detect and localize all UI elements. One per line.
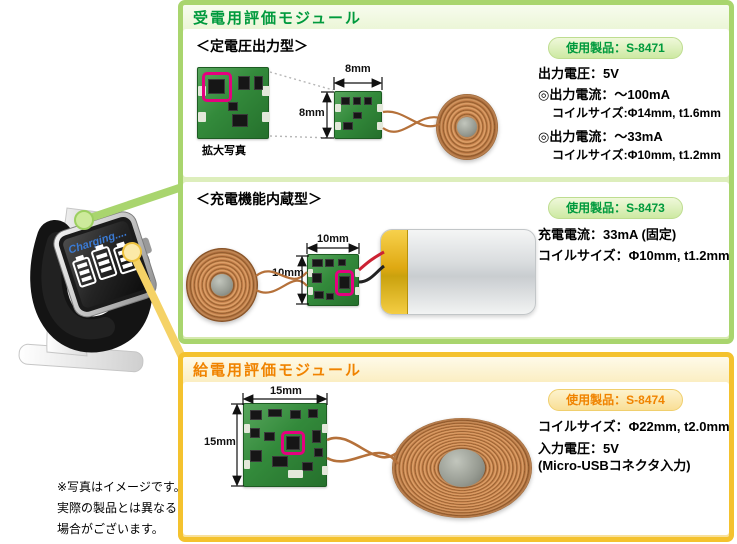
receiving-module-header: 受電用評価モジュール — [193, 10, 362, 27]
photo-disclaimer: ※写真はイメージです。 実際の製品とは異なる 場合がございます。 — [57, 477, 186, 540]
smartwatch-illustration: Charging.... — [18, 207, 157, 373]
spec-coil-size-14: コイルサイズ:Φ14mm, t1.6mm — [552, 106, 721, 120]
battery-icon — [72, 243, 138, 288]
pcb-board-10mm — [307, 254, 360, 306]
dimension-label-height: 8mm — [299, 107, 325, 119]
spec-coil-size: コイルサイズ：Φ22mm, t2.0mm — [538, 419, 730, 434]
battery-yellow-tape — [381, 230, 408, 314]
spec-input-voltage: 入力電圧：5V — [538, 441, 619, 456]
magnified-photo-label: 拡大写真 — [202, 145, 246, 157]
green-callout-line — [80, 181, 192, 224]
lithium-battery — [380, 229, 536, 315]
green-callout-dot — [74, 210, 94, 230]
pcb-board-8mm — [334, 91, 383, 139]
watch-strap — [30, 220, 153, 353]
product-badge-s8473: 使用製品：S-8473 — [548, 197, 683, 219]
chip-highlight — [335, 270, 354, 296]
spec-coil-size-10: コイルサイズ:Φ10mm, t1.2mm — [552, 148, 721, 162]
disclaimer-line: 場合がございます。 — [57, 522, 164, 536]
disclaimer-line: 実際の製品とは異なる — [57, 501, 178, 515]
builtin-charge-title: ＜充電機能内蔵型＞ — [196, 191, 322, 207]
dimension-label-width: 10mm — [317, 233, 349, 245]
supplying-coil-22mm — [392, 418, 532, 518]
coil-core-magnet — [211, 274, 233, 296]
magnified-pcb-photo — [197, 67, 270, 139]
disclaimer-line: ※写真はイメージです。 — [57, 480, 186, 494]
dimension-label-height: 10mm — [272, 267, 304, 279]
dimension-label-height: 15mm — [204, 436, 236, 448]
spec-output-voltage: 出力電圧：5V — [538, 66, 619, 81]
charging-stand — [18, 207, 144, 373]
receiving-coil — [436, 94, 498, 160]
pcb-board-15mm — [243, 403, 328, 487]
spec-charge-current: 充電電流：33mA (固定) — [538, 227, 677, 242]
spec-usb-connector: (Micro-USBコネクタ入力) — [538, 458, 691, 473]
dimension-label-width: 8mm — [345, 63, 371, 75]
spec-output-current-33: ◎出力電流：～33mA — [538, 129, 663, 144]
coil-core-magnet — [439, 449, 485, 487]
supplying-module-header: 給電用評価モジュール — [193, 362, 362, 379]
product-badge-s8474: 使用製品：S-8474 — [548, 389, 683, 411]
dimension-label-width: 15mm — [270, 385, 302, 397]
yellow-callout-dot — [122, 242, 142, 262]
battery-icon-segments — [75, 241, 133, 283]
spec-coil-size: コイルサイズ：Φ10mm, t1.2mm — [538, 248, 730, 263]
spec-output-current-100: ◎出力電流：～100mA — [538, 87, 670, 102]
chip-highlight — [281, 431, 305, 455]
watch-screen-charging-text: Charging.... — [67, 227, 128, 257]
watch-crown — [140, 237, 152, 254]
chip-highlight — [202, 72, 232, 102]
coil-core-magnet — [457, 117, 477, 137]
watch-head: Charging.... — [53, 211, 157, 318]
receiving-coil-10mm — [186, 248, 258, 322]
product-badge-s8471: 使用製品：S-8471 — [548, 37, 683, 59]
constant-voltage-title: ＜定電圧出力型＞ — [196, 38, 308, 54]
watch-screen — [63, 221, 147, 308]
